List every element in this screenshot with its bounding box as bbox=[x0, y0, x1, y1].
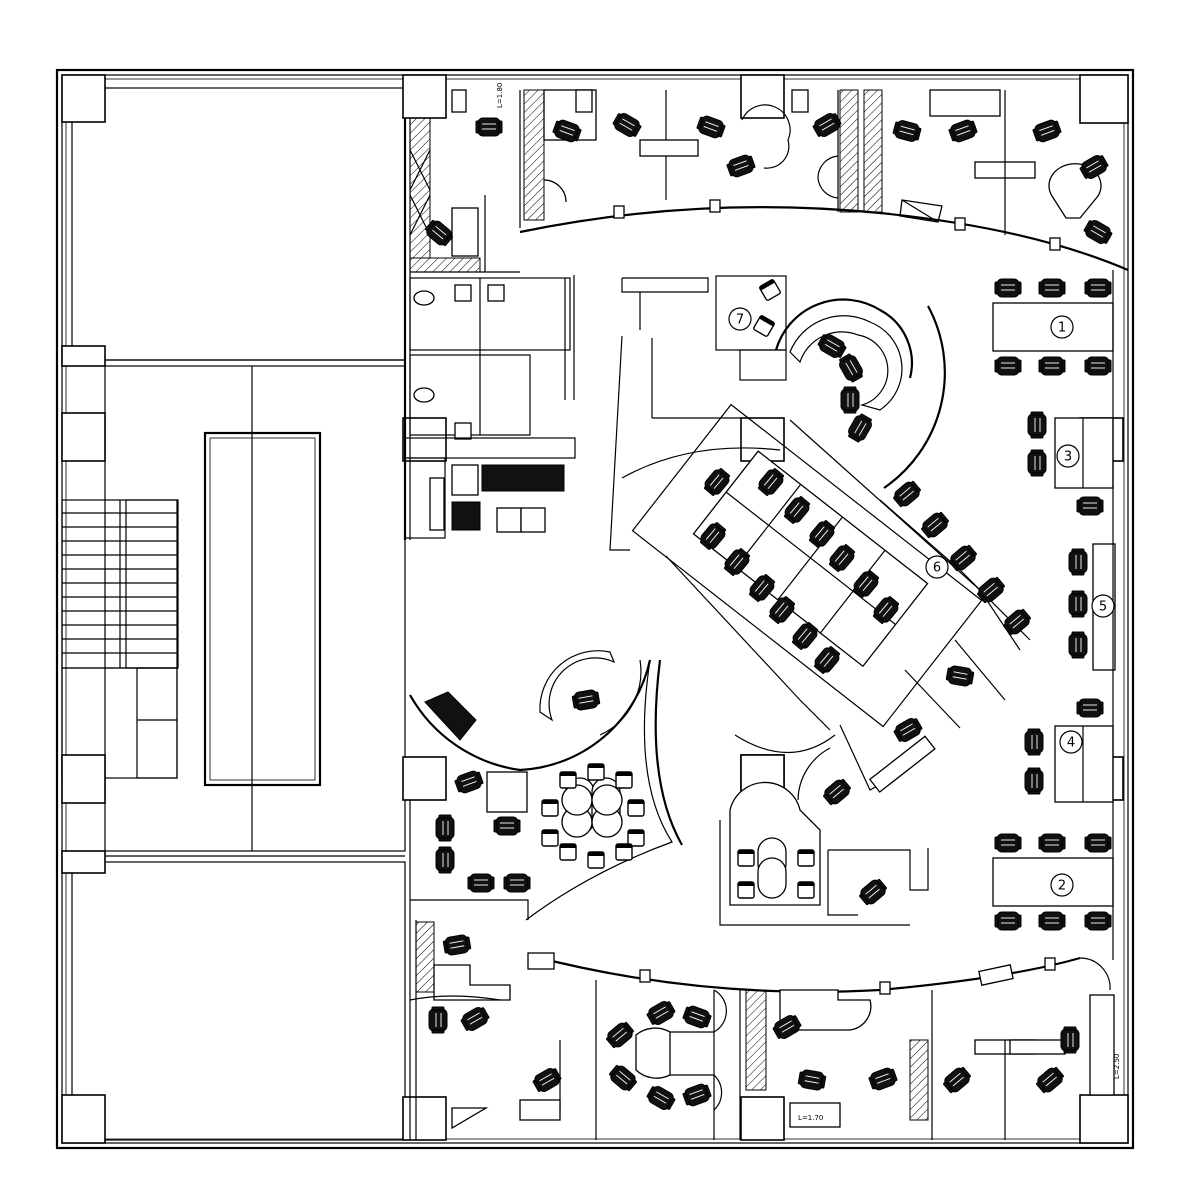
zone-label-text: 7 bbox=[736, 313, 744, 328]
stairs bbox=[61, 499, 179, 669]
zone-tags: 1 2 3 4 5 6 7 bbox=[728, 307, 1115, 897]
zone-label-text: 3 bbox=[1064, 450, 1072, 465]
lower-center-area bbox=[719, 747, 929, 926]
zone-label-5: 5 bbox=[1091, 594, 1115, 618]
zone-label-4: 4 bbox=[1059, 730, 1083, 754]
zone-label-text: 6 bbox=[933, 561, 941, 576]
zone-label-3: 3 bbox=[1056, 444, 1080, 468]
central-meeting-area bbox=[609, 275, 1021, 753]
zone-label-1: 1 bbox=[1050, 315, 1074, 339]
building-core bbox=[61, 87, 406, 1141]
restroom-block bbox=[404, 275, 576, 539]
lower-left-meeting bbox=[409, 650, 683, 1140]
chairs bbox=[422, 110, 1115, 1113]
structural-columns bbox=[61, 74, 1129, 1144]
dimension-mark-bottom: L=1.70 bbox=[798, 1114, 823, 1122]
zone-label-7: 7 bbox=[728, 307, 752, 331]
zone-label-6: 6 bbox=[925, 555, 949, 579]
zone-label-text: 5 bbox=[1099, 600, 1107, 615]
bottom-private-offices: L=1.70 L=2.50 bbox=[409, 920, 1121, 1140]
zone-label-2: 2 bbox=[1050, 873, 1074, 897]
zone-label-text: 4 bbox=[1067, 736, 1075, 751]
building-outline bbox=[55, 68, 1135, 1150]
dimension-mark-top: L=1.80 bbox=[496, 83, 504, 108]
zone-label-text: 1 bbox=[1058, 321, 1066, 336]
dimension-mark-right: L=2.50 bbox=[1113, 1054, 1121, 1079]
zone-label-text: 2 bbox=[1058, 879, 1066, 894]
